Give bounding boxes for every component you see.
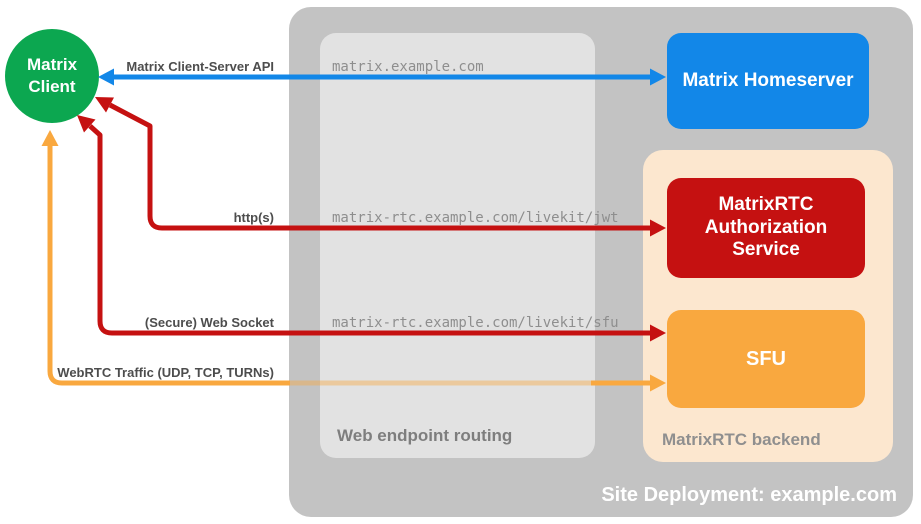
websocket-label: (Secure) Web Socket	[144, 315, 274, 330]
endpoint-url-livekit-sfu: matrix-rtc.example.com/livekit/sfu	[332, 315, 619, 331]
https-label: http(s)	[233, 210, 274, 225]
webrtc-traffic-label: WebRTC Traffic (UDP, TCP, TURNs)	[57, 365, 274, 380]
client-server-api-label: Matrix Client-Server API	[126, 59, 274, 74]
endpoint-url-livekit-jwt: matrix-rtc.example.com/livekit/jwt	[332, 210, 619, 226]
sfu-node: SFU	[667, 310, 865, 408]
matrixrtc-authorization-service-node: MatrixRTC Authorization Service	[667, 178, 865, 278]
matrixrtc-backend-label: MatrixRTC backend	[662, 430, 821, 449]
web-endpoint-routing-box: Web endpoint routing	[320, 33, 595, 458]
matrix-homeserver-node: Matrix Homeserver	[667, 33, 869, 129]
matrix-client-node: Matrix Client	[5, 29, 99, 123]
endpoint-url-homeserver: matrix.example.com	[332, 59, 484, 75]
site-deployment-label: Site Deployment: example.com	[601, 484, 897, 506]
web-endpoint-routing-label: Web endpoint routing	[337, 426, 513, 445]
